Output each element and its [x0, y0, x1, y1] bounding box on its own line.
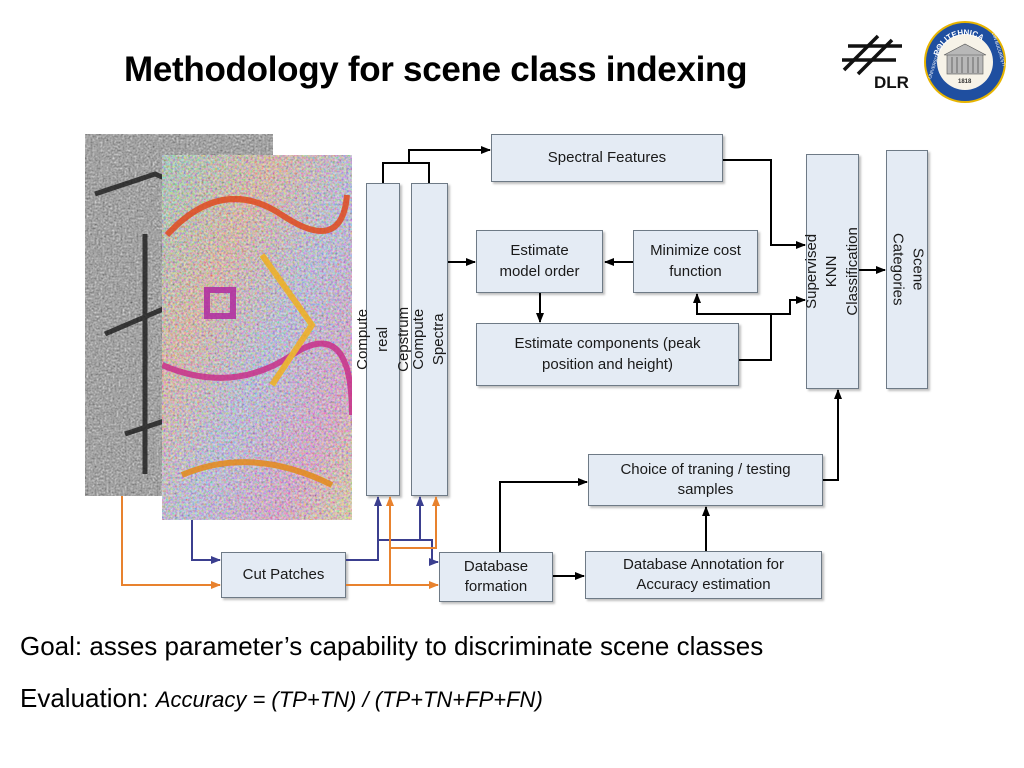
- estimate-components-label: Estimate components (peak position and h…: [514, 335, 701, 373]
- minimize-cost-label: Minimize cost function: [650, 242, 741, 280]
- arrow-dbformation-to-choice: [499, 478, 588, 552]
- database-annotation-box: Database Annotation for Accuracy estimat…: [585, 551, 822, 599]
- university-seal: POLITEHNICA UNIVERSITATEA DIN BUCUREȘTI …: [924, 21, 1007, 103]
- knn-classification-box: Supervised KNN Classification: [803, 154, 861, 389]
- dlr-logo-text: DLR: [874, 73, 909, 92]
- orange-cutpatches-to-cepstrum: [346, 496, 394, 586]
- choice-samples-box: Choice of traning / testing samples: [588, 454, 823, 506]
- cut-patches-box: Cut Patches: [221, 552, 346, 598]
- database-annotation-label: Database Annotation for Accuracy estimat…: [623, 555, 784, 593]
- database-formation-box: Database formation: [439, 552, 553, 602]
- seal-year: 1818: [958, 79, 972, 85]
- minimize-cost-box: Minimize cost function: [633, 230, 758, 293]
- page-title: Methodology for scene class indexing: [124, 50, 748, 89]
- compute-spectra-box: Compute Spectra: [410, 183, 448, 496]
- compute-cepstrum-box: Compute real Cepstrum: [354, 183, 411, 496]
- arrow-components-to-knn: [771, 296, 806, 315]
- estimate-components-box: Estimate components (peak position and h…: [476, 323, 739, 386]
- orange-to-spectra: [390, 496, 440, 549]
- compute-spectra-label: Compute Spectra: [410, 309, 448, 370]
- evaluation-formula: Accuracy = (TP+TN) / (TP+TN+FP+FN): [155, 687, 543, 712]
- blue-cutpatches-to-spectra: [378, 496, 424, 541]
- blue-image-to-cutpatches: [191, 520, 221, 564]
- evaluation-label: Evaluation:: [20, 683, 156, 713]
- estimate-model-order-label: Estimate model order: [499, 242, 580, 280]
- compute-cepstrum-label: Compute real Cepstrum: [353, 306, 412, 373]
- choice-samples-label: Choice of traning / testing samples: [620, 460, 791, 498]
- blue-to-dbformation: [420, 539, 439, 566]
- arrow-to-spectral-features: [382, 146, 491, 183]
- spectral-features-box: Spectral Features: [491, 134, 723, 182]
- scene-categories-box: Scene Categories: [886, 150, 928, 389]
- knn-classification-label: Supervised KNN Classification: [803, 227, 861, 316]
- spectral-features-label: Spectral Features: [547, 148, 667, 166]
- sar-color-image: [162, 155, 352, 520]
- database-formation-label: Database formation: [463, 557, 529, 595]
- estimate-model-order-box: Estimate model order: [476, 230, 603, 293]
- scene-categories-label: Scene Categories: [889, 233, 927, 306]
- goal-text: Goal: asses parameter’s capability to di…: [20, 631, 764, 661]
- dlr-logo: DLR: [842, 34, 909, 92]
- cut-patches-label: Cut Patches: [242, 565, 325, 583]
- arrow-choice-to-knn: [823, 389, 842, 481]
- evaluation-text: Evaluation: Accuracy = (TP+TN) / (TP+TN+…: [20, 683, 543, 714]
- link-spectra-top: [409, 162, 430, 183]
